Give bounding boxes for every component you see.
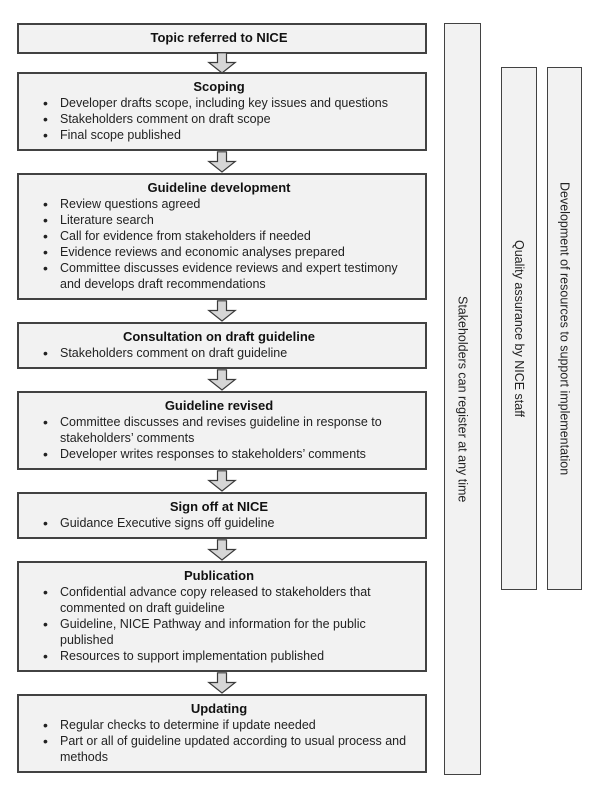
flow-arrow: [17, 539, 427, 561]
bullet-item: Guideline, NICE Pathway and information …: [41, 616, 411, 648]
bullet-item: Committee discusses evidence reviews and…: [41, 260, 411, 292]
flow-box-sign-off: Sign off at NICE Guidance Executive sign…: [17, 492, 427, 539]
bullet-item: Guidance Executive signs off guideline: [41, 515, 411, 531]
box-title: Consultation on draft guideline: [122, 329, 316, 344]
box-title: Guideline development: [147, 180, 291, 195]
bullet-item: Developer drafts scope, including key is…: [41, 95, 411, 111]
flow-box-consultation: Consultation on draft guideline Stakehol…: [17, 322, 427, 369]
flow-arrow: [17, 300, 427, 322]
flow-box-publication: Publication Confidential advance copy re…: [17, 561, 427, 672]
box-title: Guideline revised: [164, 398, 274, 413]
bullet-item: Call for evidence from stakeholders if n…: [41, 228, 411, 244]
box-title: Topic referred to NICE: [150, 30, 288, 45]
bullet-item: Stakeholders comment on draft scope: [41, 111, 411, 127]
flow-arrow: [17, 369, 427, 391]
flow-arrow: [17, 470, 427, 492]
bullet-list: Stakeholders comment on draft guideline: [27, 345, 411, 361]
bullet-list: Confidential advance copy released to st…: [27, 584, 411, 664]
down-arrow-icon: [207, 52, 237, 74]
sidebar-stakeholders-register: Stakeholders can register at any time: [444, 23, 481, 775]
sidebar-label: Stakeholders can register at any time: [455, 295, 470, 503]
flow-box-topic-referred: Topic referred to NICE: [17, 23, 427, 54]
sidebar-label: Quality assurance by NICE staff: [512, 240, 526, 417]
flow-column: Topic referred to NICE Scoping Developer…: [17, 23, 427, 773]
bullet-item: Resources to support implementation publ…: [41, 648, 411, 664]
bullet-item: Final scope published: [41, 127, 411, 143]
box-title: Updating: [190, 701, 248, 716]
bullet-list: Developer drafts scope, including key is…: [27, 95, 411, 143]
bullet-item: Stakeholders comment on draft guideline: [41, 345, 411, 361]
sidebar-quality-assurance: Quality assurance by NICE staff: [501, 67, 537, 590]
down-arrow-icon: [207, 539, 237, 561]
down-arrow-icon: [207, 672, 237, 694]
bullet-item: Confidential advance copy released to st…: [41, 584, 411, 616]
flow-arrow: [17, 151, 427, 173]
box-title: Publication: [183, 568, 255, 583]
bullet-item: Developer writes responses to stakeholde…: [41, 446, 411, 462]
down-arrow-icon: [207, 470, 237, 492]
bullet-item: Review questions agreed: [41, 196, 411, 212]
down-arrow-icon: [207, 151, 237, 173]
sidebar-resources-implementation: Development of resources to support impl…: [547, 67, 582, 590]
bullet-item: Part or all of guideline updated accordi…: [41, 733, 411, 765]
flow-box-scoping: Scoping Developer drafts scope, includin…: [17, 72, 427, 151]
bullet-item: Evidence reviews and economic analyses p…: [41, 244, 411, 260]
box-title: Scoping: [193, 79, 245, 94]
sidebar-label: Development of resources to support impl…: [557, 181, 572, 476]
bullet-item: Regular checks to determine if update ne…: [41, 717, 411, 733]
bullet-list: Regular checks to determine if update ne…: [27, 717, 411, 765]
flow-box-updating: Updating Regular checks to determine if …: [17, 694, 427, 773]
box-title: Sign off at NICE: [169, 499, 269, 514]
bullet-list: Guidance Executive signs off guideline: [27, 515, 411, 531]
down-arrow-icon: [207, 300, 237, 322]
flow-arrow: [17, 672, 427, 694]
bullet-list: Committee discusses and revises guidelin…: [27, 414, 411, 462]
down-arrow-icon: [207, 369, 237, 391]
bullet-list: Review questions agreed Literature searc…: [27, 196, 411, 292]
flow-box-guideline-revised: Guideline revised Committee discusses an…: [17, 391, 427, 470]
bullet-item: Committee discusses and revises guidelin…: [41, 414, 411, 446]
flow-box-guideline-development: Guideline development Review questions a…: [17, 173, 427, 300]
flow-arrow: [17, 52, 427, 74]
bullet-item: Literature search: [41, 212, 411, 228]
